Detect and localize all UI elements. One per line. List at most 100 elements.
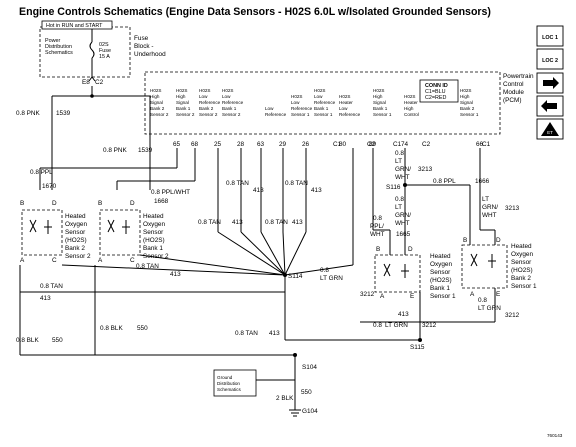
ltgrn-3212-b-1: 0.8 [478, 297, 487, 304]
pcm-circuit-label-10-line-1: High [460, 94, 470, 99]
pcm-circuit-label-1-line-1: High [176, 94, 186, 99]
sensor-name-3: Sensor [430, 269, 451, 276]
pcm-circuit-label-7-line-1: Heater [339, 100, 353, 105]
pnk-circuit-right: 1539 [138, 147, 153, 154]
sensor-pin-d: D [496, 237, 501, 244]
ppl-wht-1668-circuit: 1668 [154, 198, 169, 205]
ppl-wht-1665-circuit: 1665 [396, 231, 411, 238]
sensor-pin-d: D [52, 200, 57, 207]
pcm-circuit-label-6-line-4: Sensor 1 [314, 112, 333, 117]
pcm-circuit-label-4-line-1: Reference [265, 112, 287, 117]
pcm-pin-66: 66 [476, 141, 484, 148]
ltgrn-wht-2: LT [395, 158, 402, 165]
fuse-block-name-3: Underhood [134, 51, 166, 58]
sensor-pin-b: B [376, 246, 380, 253]
ltgrn-wht-c-1: LT [482, 196, 489, 203]
pcm-name-4: (PCM) [503, 97, 521, 104]
pcm-name-1: Powertrain [503, 73, 534, 80]
pcm-wires [19, 148, 496, 400]
tan-circuit-5: 413 [170, 271, 181, 278]
figure-id: 760143 [547, 433, 563, 438]
sensor-name-4: (HO2S) [65, 237, 87, 244]
ground-dist-1: Ground [217, 375, 233, 380]
nav-loc-1-button[interactable]: LOC 1 [536, 25, 564, 47]
pcm-circuit-label-7-line-2: Low [339, 106, 348, 111]
pcm-circuit-label-10-line-2: Signal [460, 100, 473, 105]
ppl-1670-label: 0.8 PPL [30, 169, 53, 176]
pcm-circuit-label-6-line-0: H02S [314, 88, 326, 93]
sensor-name-3: Sensor [143, 229, 164, 236]
pcm-circuit-label-0-line-2: Signal [150, 100, 163, 105]
pcm-pin-26: 26 [302, 141, 310, 148]
pcm-circuit-label-8-line-3: Bank 1 [373, 106, 388, 111]
ltgrn-wht-b-2: LT [395, 204, 402, 211]
ppl-1666-circuit: 1666 [475, 178, 490, 185]
ltgrn-3212-c-circuit: 3212 [422, 322, 437, 329]
fuse-symbol [89, 41, 95, 59]
pcm-pin-63: 63 [257, 141, 265, 148]
ltgrn-wht-circuit: 3213 [418, 166, 433, 173]
pcm-circuit-label-9-line-1: Heater [404, 100, 418, 105]
pcm-circuit-label-8-line-4: Sensor 1 [373, 112, 392, 117]
pnk-circuit-left: 1539 [56, 110, 71, 117]
pcm-circuit-label-3-line-1: Low [222, 94, 231, 99]
pcm-circuit-label-9-line-0: H02S [404, 94, 416, 99]
pcm-circuit-label-0-line-3: Bank 2 [150, 106, 165, 111]
pcm-circuit-label-6-line-3: Bank 1 [314, 106, 329, 111]
pcm-circuit-label-8-line-2: Signal [373, 100, 386, 105]
tan-circuit-2: 413 [311, 187, 322, 194]
sensor-bank1-sensor2: B D A C Heated Oxygen Sensor (HO2S) Bank… [98, 200, 169, 264]
splice-s114: S114 [288, 273, 303, 280]
pcm-circuit-label-1-line-2: Signal [176, 100, 189, 105]
conn-id-box [419, 79, 459, 103]
sensor-name-2: Oxygen [65, 221, 87, 228]
pcm-circuit-label-5-line-1: Low [291, 100, 300, 105]
pcm-circuit-label-1-line-0: H02S [176, 88, 188, 93]
sensor-pin-c: C [52, 257, 57, 264]
sensor-pin-e: E [410, 293, 414, 300]
connector-c1-a: C1 [333, 141, 342, 148]
fuse-label-3: 15 A [99, 54, 110, 60]
tan-413-s115: 413 [398, 311, 409, 318]
sensor-pin-a: A [380, 293, 385, 300]
nav-forward-button[interactable] [536, 72, 564, 94]
sensor-pin-a: A [20, 257, 25, 264]
nav-loc-2-button[interactable]: LOC 2 [536, 48, 564, 70]
nav-back-button[interactable] [536, 95, 564, 117]
sensor-name-2: Oxygen [430, 261, 452, 268]
sensor-name-6: Sensor 2 [65, 253, 91, 260]
ltgrn-3212-1: 0.8 [320, 267, 329, 274]
pcm-circuit-label-8-line-0: H02S [373, 88, 385, 93]
tan-label-4: 0.8 TAN [265, 219, 288, 226]
hot-in-run-label: Hot in RUN and START [46, 23, 103, 29]
ltgrn-wht-c-3: WHT [482, 212, 497, 219]
nav-service-info-button[interactable]: ET [536, 118, 564, 140]
pcm-pin-25: 25 [214, 141, 222, 148]
sensor-name-1: Heated [65, 213, 86, 220]
pnk-label-left: 0.8 PNK [16, 110, 41, 117]
pcm-pin-89: 89 [369, 141, 377, 148]
ground-dist-box [213, 369, 257, 397]
ground-symbol [289, 400, 301, 417]
sensor-pin-d: D [130, 200, 135, 207]
ltgrn-wht-4: WHT [395, 174, 410, 181]
connector-c1-b: C1 [393, 141, 402, 148]
pcm-pin-28: 28 [237, 141, 245, 148]
conn-id-c1: C1=BLU [425, 89, 446, 95]
pcm-circuit-label-9-line-2: High [404, 106, 414, 111]
connector-c2-b: C2 [422, 141, 431, 148]
arrow-left-icon [541, 100, 557, 112]
service-info-label: ET [547, 130, 553, 135]
blk-circuit-2: 550 [137, 325, 148, 332]
ltgrn-3212-2: LT GRN [320, 275, 343, 282]
ltgrn-wht-b-3: GRN/ [395, 212, 411, 219]
sensor-name-2: Oxygen [143, 221, 165, 228]
sensor-name-4: (HO2S) [511, 267, 533, 274]
blk-2-label: 2 BLK [276, 395, 294, 402]
power-dist-line-1: Power [45, 38, 60, 44]
sensor-outline [461, 244, 508, 289]
ground-dist-2: Distribution [217, 381, 240, 386]
fuse-pin-e8: E8 [82, 79, 90, 86]
